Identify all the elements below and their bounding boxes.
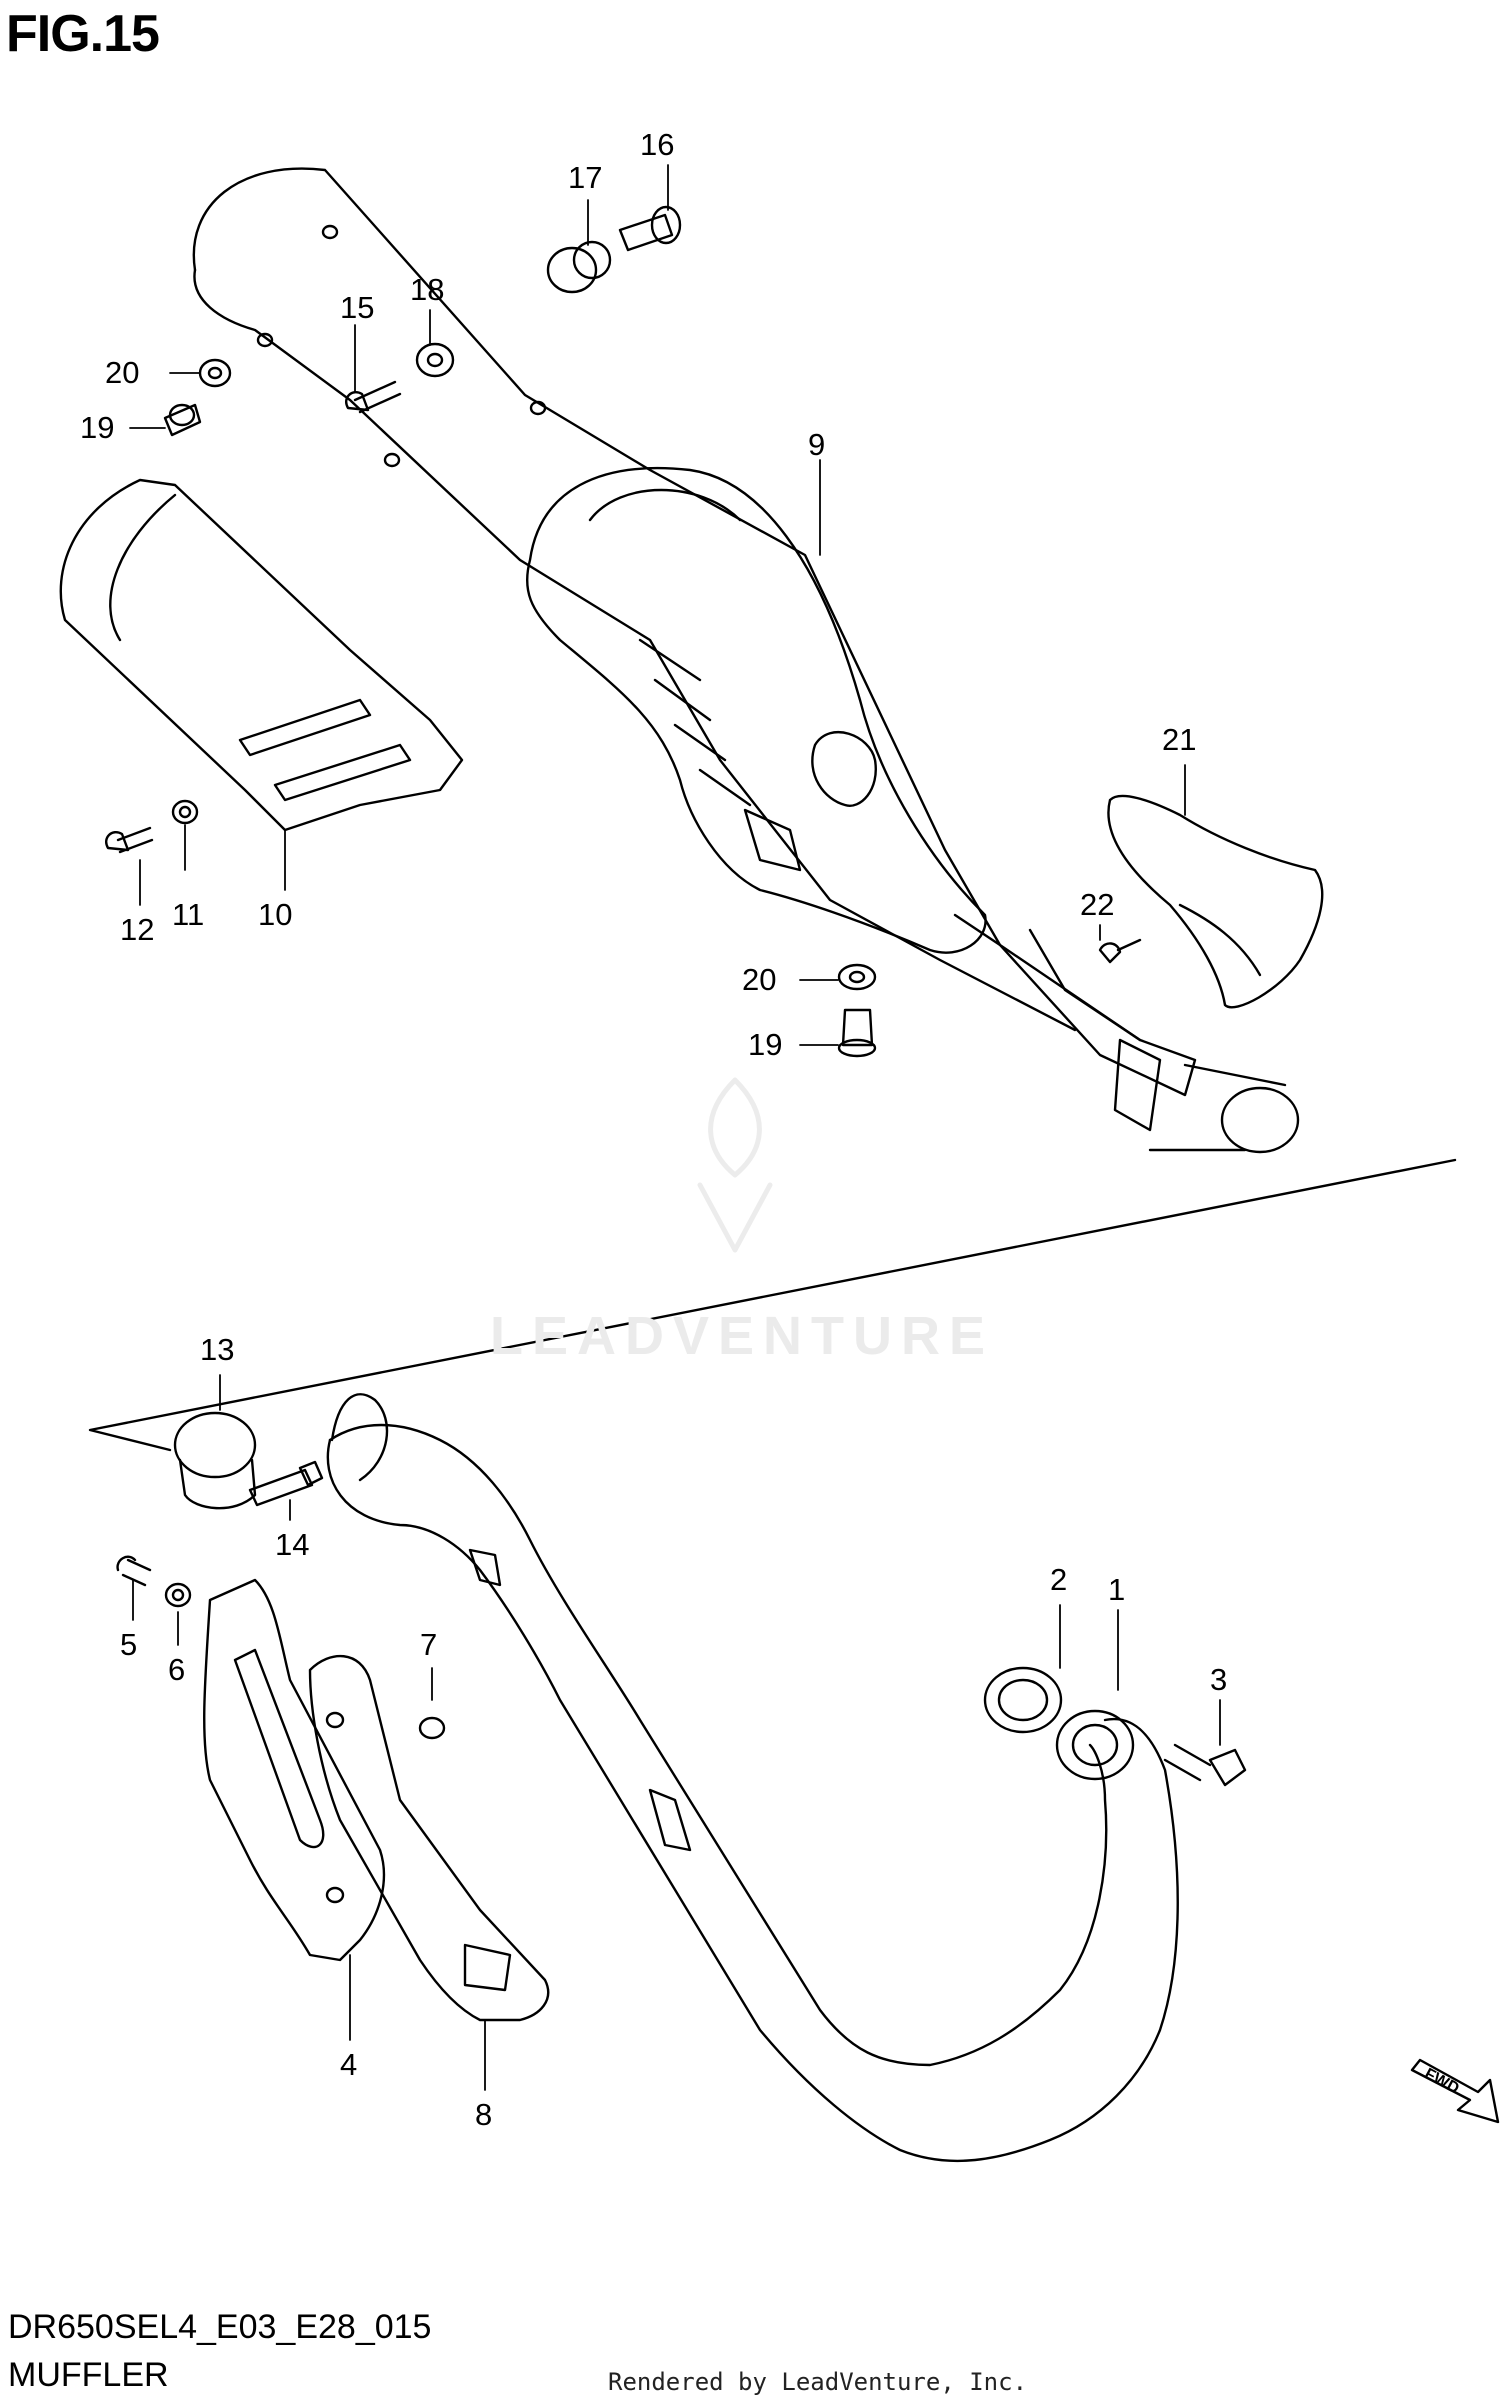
bolt-part-12[interactable] — [105, 826, 154, 854]
heat-shield[interactable] — [59, 478, 464, 832]
washer-part-11[interactable] — [171, 799, 199, 825]
rendered-by: Rendered by LeadVenture, Inc. — [608, 2368, 1028, 2396]
callout-1: 1 — [1108, 1572, 1125, 1607]
callout-16: 16 — [640, 127, 674, 162]
callout-2: 2 — [1050, 1562, 1067, 1597]
heat-protector[interactable] — [1107, 794, 1324, 1009]
bolt-part-19-lower[interactable] — [837, 1008, 877, 1058]
callout-10: 10 — [258, 897, 292, 932]
callout-7: 7 — [420, 1627, 437, 1662]
leader-lines — [129, 164, 1221, 2091]
callout-22: 22 — [1080, 887, 1114, 922]
callout-19-lower: 19 — [748, 1027, 782, 1062]
nut-part-20-upper[interactable] — [198, 358, 232, 388]
bolt-part-3[interactable] — [1163, 1743, 1247, 1787]
figure-title: FIG.15 — [6, 5, 160, 63]
watermark-logo — [697, 1077, 773, 1253]
section-divider — [88, 1158, 1457, 1452]
fwd-arrow-icon: FWD — [1410, 2058, 1500, 2124]
fwd-label: FWD — [1422, 2065, 1462, 2097]
diagram-name: MUFFLER — [8, 2356, 169, 2394]
bolt-part-19-upper[interactable] — [163, 403, 202, 437]
callout-20-upper: 20 — [105, 355, 139, 390]
callout-14: 14 — [275, 1527, 309, 1562]
washer-part-18[interactable] — [415, 342, 455, 378]
callout-6: 6 — [168, 1652, 185, 1687]
callout-17: 17 — [568, 160, 602, 195]
callout-18: 18 — [410, 272, 444, 307]
gasket-part-2[interactable] — [983, 1666, 1063, 1734]
callout-4: 4 — [340, 2047, 357, 2082]
callout-15: 15 — [340, 290, 374, 325]
callout-9: 9 — [808, 427, 825, 462]
callout-labels: 1 2 3 4 5 6 7 8 9 10 11 12 13 14 15 16 1… — [80, 127, 1227, 2132]
washer-part-6[interactable] — [164, 1582, 192, 1608]
nut-part-20-lower[interactable] — [837, 963, 877, 991]
bracket-right[interactable] — [308, 1655, 550, 2022]
bolt-part-14[interactable] — [248, 1460, 324, 1507]
callout-11: 11 — [172, 897, 204, 932]
callout-3: 3 — [1210, 1662, 1227, 1697]
callout-19-upper: 19 — [80, 410, 114, 445]
callout-20-lower: 20 — [742, 962, 776, 997]
screw-part-22[interactable] — [1098, 938, 1142, 964]
bolt-part-5[interactable] — [116, 1555, 152, 1587]
exhaust-pipe[interactable] — [326, 1393, 1179, 2163]
callout-5: 5 — [120, 1627, 137, 1662]
callout-12: 12 — [120, 912, 154, 947]
joint-part-13[interactable] — [173, 1411, 257, 1510]
bolt-part-16[interactable] — [618, 205, 682, 252]
callout-13: 13 — [200, 1332, 234, 1367]
muffler-body[interactable] — [192, 167, 1300, 1154]
bracket-left[interactable] — [203, 1578, 386, 1962]
grommet-part-17[interactable] — [546, 240, 612, 294]
callout-8: 8 — [475, 2097, 492, 2132]
watermark-text: LEADVENTURE — [490, 1306, 995, 1366]
callout-21: 21 — [1162, 722, 1196, 757]
bolt-part-15[interactable] — [345, 380, 402, 414]
nut-part-7[interactable] — [418, 1716, 446, 1740]
diagram-code: DR650SEL4_E03_E28_015 — [8, 2308, 432, 2346]
